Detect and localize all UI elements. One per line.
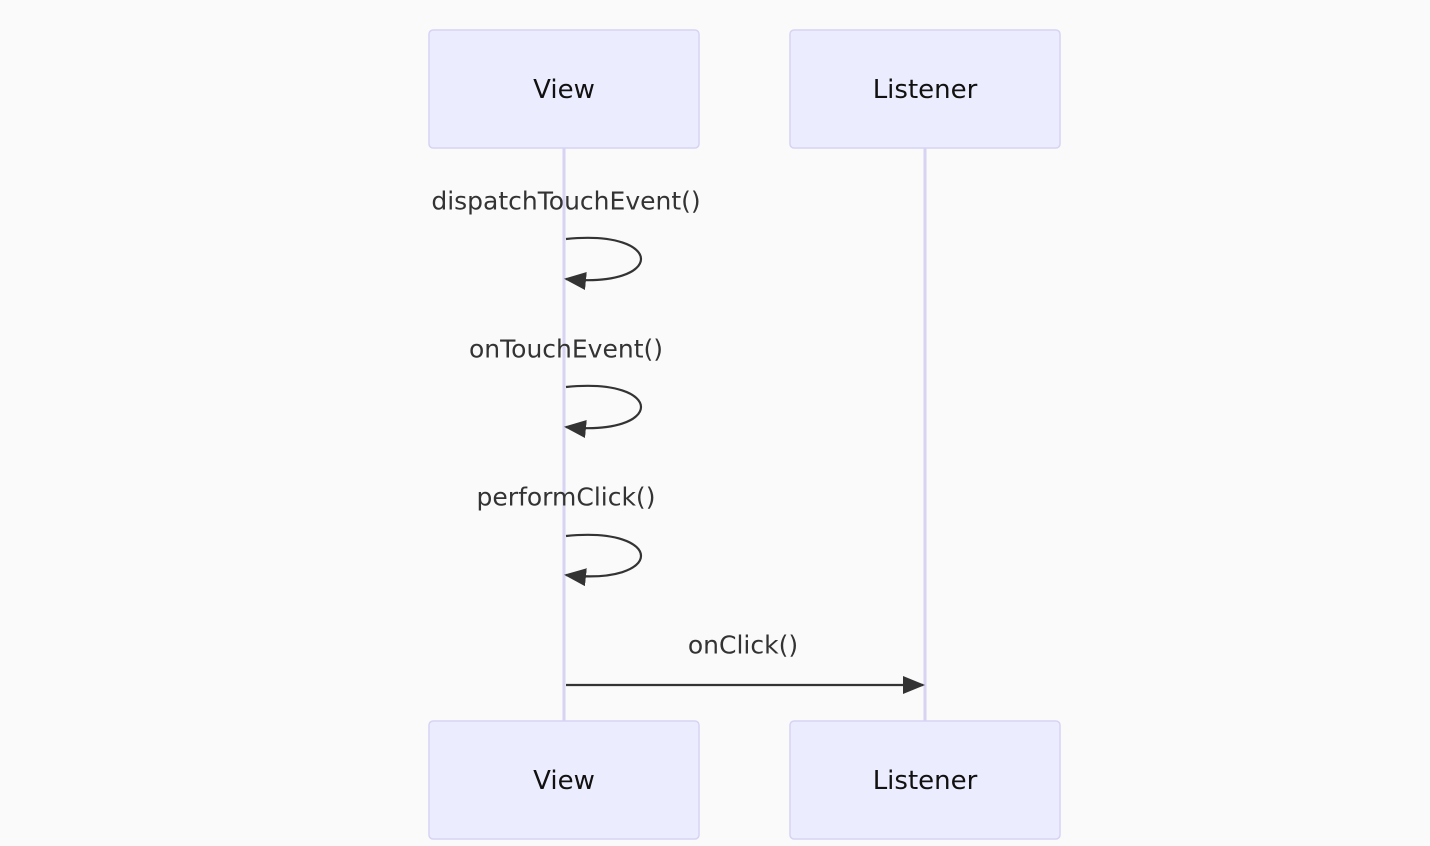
message-label: onTouchEvent() — [469, 335, 663, 364]
message-label: onClick() — [688, 631, 798, 660]
actor-bottom-listener: Listener — [789, 720, 1061, 840]
self-call-arrow — [564, 384, 642, 438]
self-call-arrow — [564, 236, 642, 290]
message-perform-click: performClick() — [477, 483, 656, 587]
actor-bottom-view: View — [428, 720, 700, 840]
self-call-arrow — [564, 533, 642, 587]
actor-top-listener-label: Listener — [873, 75, 978, 105]
message-label: dispatchTouchEvent() — [431, 187, 700, 216]
message-on-click: onClick() — [566, 631, 925, 694]
actor-bottom-listener-label: Listener — [873, 766, 978, 796]
message-dispatch-touch-event: dispatchTouchEvent() — [431, 187, 701, 290]
actor-bottom-view-label: View — [533, 766, 595, 796]
actor-top-view: View — [428, 29, 700, 149]
actor-top-view-label: View — [533, 75, 595, 105]
actor-top-listener: Listener — [789, 29, 1061, 149]
message-on-touch-event: onTouchEvent() — [469, 335, 663, 438]
message-label: performClick() — [477, 483, 656, 512]
